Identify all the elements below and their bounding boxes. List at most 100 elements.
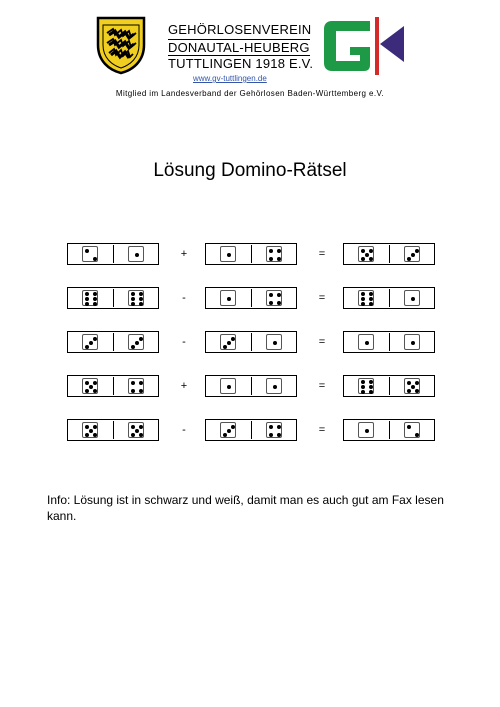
die-face-1 [404, 290, 420, 306]
pip [277, 425, 281, 429]
die-face-5 [82, 378, 98, 394]
die-face-5 [82, 422, 98, 438]
pip [369, 297, 373, 301]
die-face-3 [220, 334, 236, 350]
page-title: Lösung Domino-Rätsel [153, 160, 347, 181]
domino-tile [205, 287, 297, 309]
pip [93, 425, 97, 429]
domino-tile [343, 287, 435, 309]
pip [227, 385, 231, 389]
pip [135, 429, 139, 433]
pip [139, 433, 143, 437]
pip [277, 301, 281, 305]
org-name-line-1: GEHÖRLOSENVEREIN [168, 22, 312, 37]
pip [269, 293, 273, 297]
die-face-1 [220, 378, 236, 394]
die-face-3 [220, 422, 236, 438]
equals-sign: = [318, 380, 326, 392]
pip [89, 429, 93, 433]
pip [227, 297, 231, 301]
pip [273, 341, 277, 345]
pip [139, 292, 143, 296]
pip [361, 257, 365, 261]
pip [407, 381, 411, 385]
pip [269, 433, 273, 437]
pip [269, 249, 273, 253]
die-face-3 [404, 246, 420, 262]
pip [131, 345, 135, 349]
operator-sign: - [182, 424, 186, 436]
pip [85, 381, 89, 385]
pip [269, 301, 273, 305]
domino-tile [67, 331, 159, 353]
letterhead: GEHÖRLOSENVEREIN DONAUTAL-HEUBERG TUTTLI… [0, 0, 500, 110]
pip [231, 425, 235, 429]
pip [131, 389, 135, 393]
die-face-4 [266, 246, 282, 262]
gk-logo-icon [324, 17, 404, 75]
die-face-2 [82, 246, 98, 262]
pip [361, 385, 365, 389]
die-face-3 [82, 334, 98, 350]
pip [369, 292, 373, 296]
pip [269, 257, 273, 261]
pip [227, 429, 231, 433]
die-face-1 [266, 334, 282, 350]
domino-divider [389, 377, 390, 395]
pip [93, 257, 97, 261]
domino-tile [205, 375, 297, 397]
pip [139, 425, 143, 429]
pip [361, 380, 365, 384]
equals-sign: = [318, 336, 326, 348]
pip [85, 302, 89, 306]
die-face-4 [266, 290, 282, 306]
domino-divider [113, 289, 114, 307]
pip [273, 385, 277, 389]
pip [365, 253, 369, 257]
domino-divider [389, 245, 390, 263]
pip [361, 297, 365, 301]
die-face-6 [358, 290, 374, 306]
domino-tile [67, 375, 159, 397]
pip [365, 429, 369, 433]
pip [93, 297, 97, 301]
pip [85, 425, 89, 429]
pip [411, 253, 415, 257]
die-face-1 [220, 246, 236, 262]
pip [411, 341, 415, 345]
website-link[interactable]: www.gv-tuttlingen.de [193, 74, 267, 83]
pip [85, 345, 89, 349]
equals-sign: = [318, 424, 326, 436]
pip [227, 341, 231, 345]
pip [369, 302, 373, 306]
pip [415, 433, 419, 437]
pip [407, 389, 411, 393]
die-face-1 [128, 246, 144, 262]
die-face-2 [404, 422, 420, 438]
pip [277, 249, 281, 253]
die-face-3 [128, 334, 144, 350]
domino-divider [251, 421, 252, 439]
org-name-line-2: DONAUTAL-HEUBERG [168, 39, 310, 56]
pip [139, 302, 143, 306]
pip [93, 389, 97, 393]
domino-tile [343, 419, 435, 441]
pip [369, 385, 373, 389]
pip [85, 297, 89, 301]
pip [269, 425, 273, 429]
die-face-5 [128, 422, 144, 438]
info-note: Info: Lösung ist in schwarz und weiß, da… [47, 493, 444, 523]
pip [139, 337, 143, 341]
pip [131, 381, 135, 385]
pip [131, 302, 135, 306]
operator-sign: - [182, 292, 186, 304]
pip [85, 249, 89, 253]
pip [415, 249, 419, 253]
pip [131, 425, 135, 429]
domino-tile [343, 243, 435, 265]
pip [131, 292, 135, 296]
pip [85, 292, 89, 296]
org-name-line-3: TUTTLINGEN 1918 E.V. [168, 56, 314, 71]
pip [227, 253, 231, 257]
